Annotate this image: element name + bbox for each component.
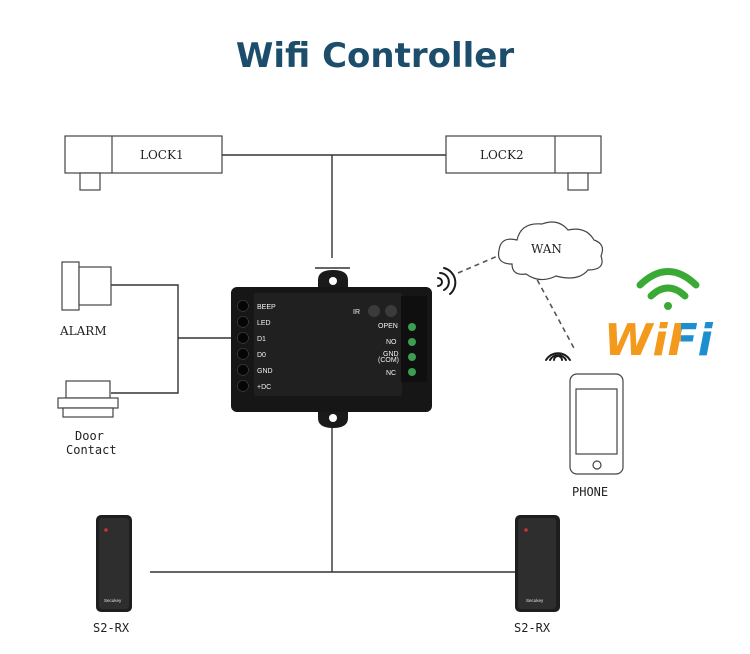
reader-right-label: S2-RX [514,621,551,635]
reader-left-device: Secukey [96,515,132,612]
pin-dc-label: +DC [257,384,271,391]
pin-d1-label: D1 [257,336,266,343]
lock2-device [445,135,602,191]
wifi-dashed-links [457,251,576,351]
reader-right-brand: Secukey [526,598,544,603]
pin-d0-label: D0 [257,352,266,359]
lock2-label: LOCK2 [480,148,524,162]
phone-label: PHONE [572,485,608,499]
wires [111,154,515,573]
ir-label: IR [353,309,360,316]
wan-label: WAN [531,242,562,256]
alarm-label: ALARM [59,324,107,338]
left-terminal-screws [237,300,249,392]
lock1-device [64,135,223,191]
right-terminal-screws [408,323,416,376]
controller-signal-icon [437,267,457,295]
reader-left-label: S2-RX [93,621,130,635]
pin-nc-label: NC [386,370,396,377]
pin-gnd-label: GND [257,368,273,375]
pin-beep-label: BEEP [257,304,276,311]
controller-box [231,270,432,428]
pin-no-label: NO [386,339,397,346]
lock1-label: LOCK1 [140,148,184,162]
wifi-logo: WiFi [604,268,714,366]
pin-com-label: (COM) [378,357,399,364]
phone-device [569,373,624,475]
alarm-device [61,261,112,311]
ir-sensors [368,305,397,317]
pin-gnd-com-label: GND [383,351,399,358]
door-contact-label-line2: Contact [66,443,117,457]
phone-signal-icon [545,352,571,361]
door-contact-label-line1: Door [75,429,104,443]
wan-cloud-icon [497,221,604,281]
reader-right-device: Secukey [515,515,560,612]
pin-led-label: LED [257,320,271,327]
reader-left-brand: Secukey [104,598,122,603]
pin-open-label: OPEN [378,323,398,330]
diagram-title: Wifi Controller [235,36,515,76]
door-contact-device [57,380,119,418]
wifi-logo-text: WiFi [604,315,714,366]
